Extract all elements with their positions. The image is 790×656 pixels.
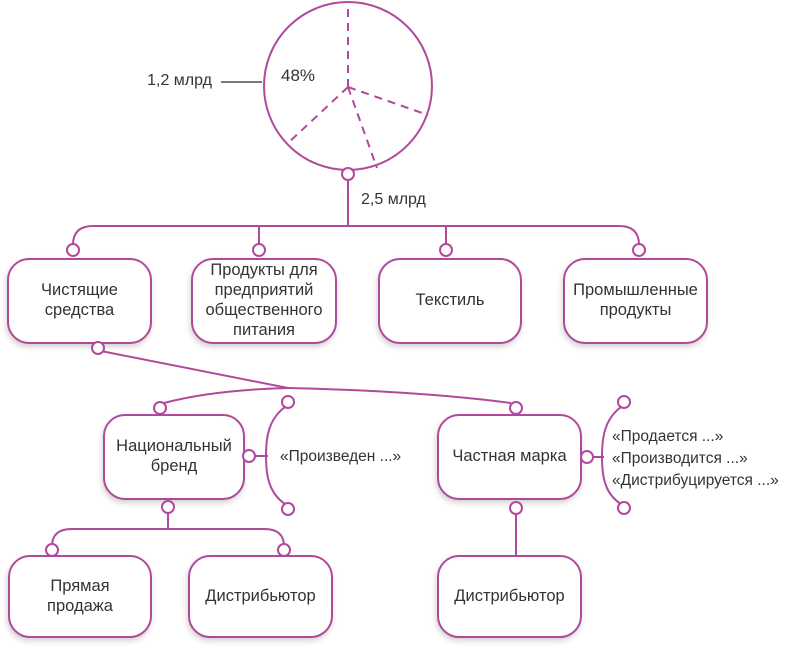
wire-level1-rail <box>72 225 640 246</box>
pie-segment-value-label: 1,2 млрд <box>147 72 212 89</box>
wire-level3-rail <box>51 528 285 547</box>
annotation-private-label-line-3: «Дистрибуцируется ...» <box>612 472 779 489</box>
node-food-service-top <box>252 243 266 257</box>
node-private-bottom <box>509 501 523 515</box>
annotation-private-label-line-2: «Производится ...» <box>612 450 748 467</box>
node-brace-private-bottom <box>617 501 631 515</box>
node-national-bottom <box>161 500 175 514</box>
node-private-right <box>580 450 594 464</box>
box-private-label-label: Частная марка <box>452 447 567 466</box>
box-national-brand-label: Национальный бренд <box>116 437 232 475</box>
node-private-top <box>509 401 523 415</box>
pie-chart <box>263 1 433 171</box>
pie-slice-dividers <box>286 4 429 169</box>
box-cleaning-supplies: Чистящие средства <box>7 258 152 344</box>
pie-divider-lower-right <box>347 86 378 169</box>
node-brace-national-top <box>281 395 295 409</box>
box-food-service-products: Продукты для предприятий общественного п… <box>191 258 337 344</box>
wire-junction-to-private <box>287 387 512 404</box>
node-cleaning-top <box>66 243 80 257</box>
box-cleaning-supplies-label: Чистящие средства <box>41 281 118 319</box>
pie-divider-lower-left <box>286 86 349 145</box>
box-food-service-products-label: Продукты для предприятий общественного п… <box>205 261 323 339</box>
box-textile: Текстиль <box>378 258 522 344</box>
node-pie-bottom <box>341 167 355 181</box>
box-industrial-products: Промышленные продукты <box>563 258 708 344</box>
annotation-private-label-line-1: «Продается ...» <box>612 428 724 445</box>
pie-total-value-label: 2,5 млрд <box>361 191 426 208</box>
pie-divider-right <box>347 86 429 116</box>
wire-junction-to-national <box>163 387 289 404</box>
box-industrial-products-label: Промышленные продукты <box>573 281 698 319</box>
box-distributor-private-label: Дистрибьютор <box>454 586 565 605</box>
pie-circle <box>263 1 433 171</box>
box-distributor-private: Дистрибьютор <box>437 555 582 638</box>
box-direct-sale-label: Прямая продажа <box>47 576 113 615</box>
box-distributor-national: Дистрибьютор <box>188 555 333 638</box>
box-textile-label: Текстиль <box>415 291 485 310</box>
box-private-label: Частная марка <box>437 414 582 500</box>
box-distributor-national-label: Дистрибьютор <box>205 586 316 605</box>
node-brace-private-top <box>617 395 631 409</box>
box-direct-sale: Прямая продажа <box>8 555 152 638</box>
node-industrial-top <box>632 243 646 257</box>
annotation-private-label: «Продается ...» «Производится ...» «Дист… <box>612 426 779 492</box>
wire-cleaning-to-junction <box>100 350 289 389</box>
node-textile-top <box>439 243 453 257</box>
node-national-top <box>153 401 167 415</box>
box-national-brand: Национальный бренд <box>103 414 245 500</box>
node-brace-national-bottom <box>281 502 295 516</box>
annotation-national-brand: «Произведен ...» <box>280 448 402 465</box>
pie-percent-label: 48% <box>280 66 316 85</box>
